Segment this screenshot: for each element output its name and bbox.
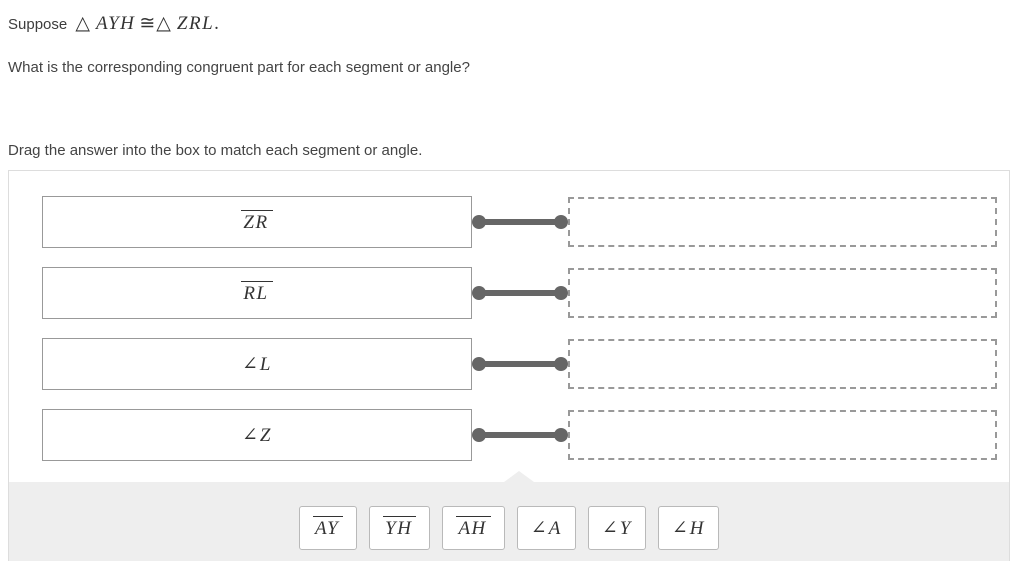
connector bbox=[472, 215, 568, 229]
instruction-text: Drag the answer into the box to match ea… bbox=[8, 142, 423, 159]
prompt-prefix: Suppose bbox=[8, 16, 68, 33]
triangle-1-name: AYH bbox=[96, 13, 136, 34]
match-row: ∠Z bbox=[42, 409, 1009, 461]
angle-symbol: ∠ bbox=[601, 517, 618, 539]
congruent-symbol: ≅ bbox=[139, 13, 156, 34]
match-row: ZR bbox=[42, 196, 1009, 248]
angle-letter: L bbox=[259, 353, 272, 375]
segment-overline: AY bbox=[313, 516, 344, 540]
connector bbox=[472, 428, 568, 442]
answer-chip[interactable]: AH bbox=[442, 506, 505, 550]
match-row: RL bbox=[42, 267, 1009, 319]
segment-overline: RL bbox=[241, 281, 273, 305]
match-source-box: ZR bbox=[42, 196, 472, 248]
connector-line bbox=[483, 290, 557, 296]
source-label: RL bbox=[241, 281, 273, 305]
angle-symbol: ∠ bbox=[671, 517, 688, 539]
segment-overline: YH bbox=[383, 516, 417, 540]
answer-chip[interactable]: AY bbox=[299, 506, 358, 550]
connector-line bbox=[483, 219, 557, 225]
source-label: ∠L bbox=[242, 353, 272, 376]
connector-dot-icon bbox=[554, 286, 568, 300]
drop-target[interactable] bbox=[568, 197, 997, 247]
chip-label: AH bbox=[456, 516, 491, 540]
chip-label: ∠A bbox=[531, 517, 562, 540]
match-row: ∠L bbox=[42, 338, 1009, 390]
match-rows: ZR RL ∠L ∠Z bbox=[9, 171, 1009, 461]
triangle-2-name: ZRL bbox=[176, 13, 215, 34]
drop-target[interactable] bbox=[568, 268, 997, 318]
chip-label: AY bbox=[313, 516, 344, 540]
prompt-line: Suppose △AYH≅△ZRL. bbox=[8, 12, 1012, 37]
segment-overline: AH bbox=[456, 516, 491, 540]
answer-chip[interactable]: ∠A bbox=[516, 506, 576, 550]
triangle-symbol: △ bbox=[75, 13, 91, 34]
source-label: ZR bbox=[241, 210, 273, 234]
answer-chip[interactable]: ∠Y bbox=[587, 506, 646, 550]
match-source-box: ∠Z bbox=[42, 409, 472, 461]
tray-notch-icon bbox=[504, 471, 534, 482]
connector-dot-icon bbox=[554, 428, 568, 442]
answer-chips: AY YH AH ∠A ∠Y ∠H bbox=[9, 482, 1009, 550]
triangle-symbol: △ bbox=[156, 13, 171, 34]
angle-letter: H bbox=[689, 517, 705, 539]
connector-dot-icon bbox=[472, 215, 486, 229]
chip-label: ∠Y bbox=[602, 517, 632, 540]
connector-dot-icon bbox=[472, 286, 486, 300]
chip-label: ∠H bbox=[672, 517, 705, 540]
segment-overline: ZR bbox=[241, 210, 273, 234]
connector-line bbox=[483, 432, 557, 438]
answer-chip[interactable]: YH bbox=[369, 506, 431, 550]
source-label: ∠Z bbox=[242, 424, 272, 447]
connector-dot-icon bbox=[554, 215, 568, 229]
angle-symbol: ∠ bbox=[242, 424, 258, 446]
angle-letter: A bbox=[548, 517, 562, 539]
connector-dot-icon bbox=[554, 357, 568, 371]
answer-tray: AY YH AH ∠A ∠Y ∠H bbox=[9, 471, 1009, 561]
angle-letter: Z bbox=[259, 424, 272, 446]
congruence-statement: △AYH≅△ZRL. bbox=[71, 13, 220, 34]
connector bbox=[472, 286, 568, 300]
drop-target[interactable] bbox=[568, 410, 997, 460]
angle-letter: Y bbox=[619, 517, 632, 539]
connector bbox=[472, 357, 568, 371]
connector-line bbox=[483, 361, 557, 367]
angle-symbol: ∠ bbox=[530, 517, 547, 539]
match-source-box: ∠L bbox=[42, 338, 472, 390]
question-text: What is the corresponding congruent part… bbox=[8, 59, 470, 76]
connector-dot-icon bbox=[472, 357, 486, 371]
angle-symbol: ∠ bbox=[242, 353, 258, 375]
chip-label: YH bbox=[383, 516, 417, 540]
prompt-period: . bbox=[214, 13, 221, 34]
answer-chip[interactable]: ∠H bbox=[657, 506, 719, 550]
drop-target[interactable] bbox=[568, 339, 997, 389]
connector-dot-icon bbox=[472, 428, 486, 442]
matching-panel: ZR RL ∠L ∠Z bbox=[8, 170, 1010, 561]
match-source-box: RL bbox=[42, 267, 472, 319]
